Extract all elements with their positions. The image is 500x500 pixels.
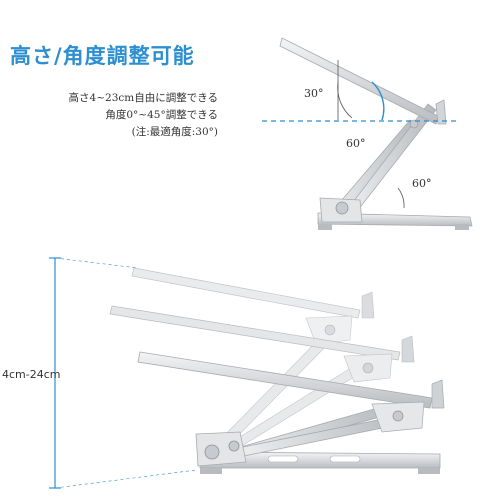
- headline: 高さ/角度調整可能: [10, 44, 195, 68]
- spec-note-text: (注:最適角度:30°): [131, 126, 218, 138]
- angle-label-middle: 60°: [346, 137, 366, 150]
- side-view-stand: [262, 37, 473, 230]
- angle-label-top: 30°: [304, 87, 324, 100]
- spec-angle-text: 角度0°~45°調整できる: [105, 109, 218, 121]
- multi-height-stand: [49, 257, 445, 489]
- height-range-label: 4cm-24cm: [2, 368, 61, 381]
- angle-label-bottom: 60°: [412, 177, 432, 190]
- spec-height-text: 高さ4~23cm自由に調整できる: [68, 92, 218, 104]
